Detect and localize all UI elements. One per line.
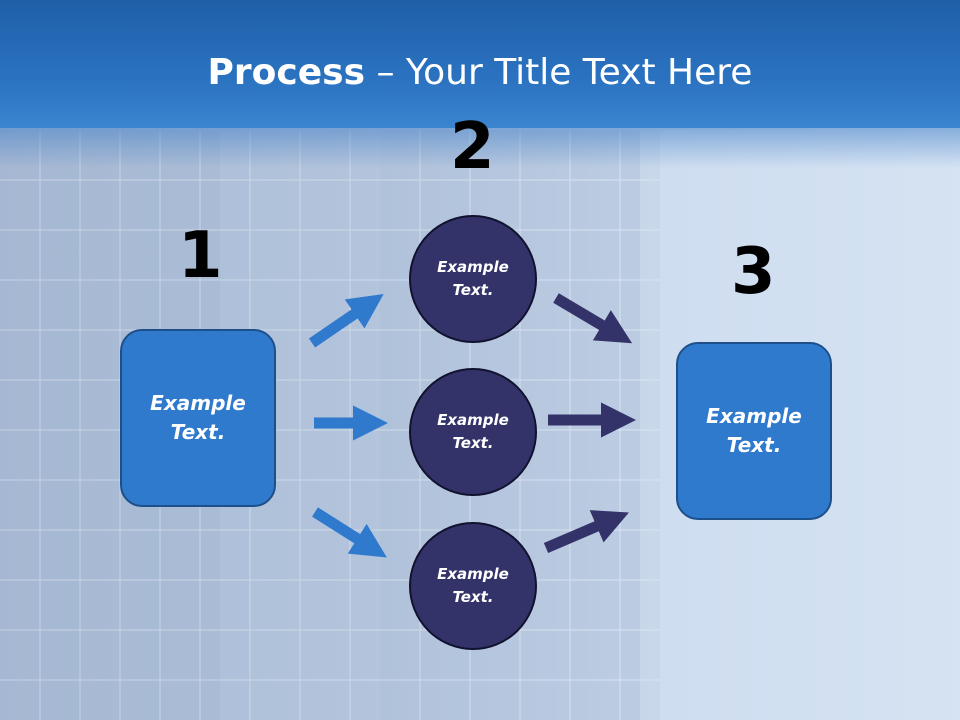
step1-box-line1: Example bbox=[150, 391, 246, 415]
title-bold: Process bbox=[207, 52, 366, 93]
circle-top-line2: Text. bbox=[452, 281, 494, 299]
circle-middle-line1: Example bbox=[437, 411, 509, 429]
title-rest: – Your Title Text Here bbox=[365, 52, 753, 93]
step1-box-line2: Text. bbox=[170, 420, 226, 444]
circle-bottom-line1: Example bbox=[437, 565, 509, 583]
step-number-1: 1 bbox=[178, 219, 223, 293]
title-bar-fade bbox=[0, 128, 960, 168]
circle-middle-line2: Text. bbox=[452, 434, 494, 452]
step3-box-line2: Text. bbox=[726, 433, 782, 457]
slide-title: Process – Your Title Text Here bbox=[0, 52, 960, 93]
title-bar bbox=[0, 0, 960, 128]
arrow-bottom-to-right bbox=[543, 510, 629, 554]
circle-top-line1: Example bbox=[437, 258, 509, 276]
step-number-3: 3 bbox=[731, 235, 776, 309]
step3-box-line1: Example bbox=[706, 404, 802, 428]
arrow-left-to-bottom bbox=[312, 507, 387, 558]
arrow-left-to-top bbox=[308, 294, 384, 348]
arrow-top-to-right bbox=[553, 293, 633, 344]
circle-bottom-line2: Text. bbox=[452, 588, 494, 606]
step-number-2: 2 bbox=[450, 110, 495, 184]
